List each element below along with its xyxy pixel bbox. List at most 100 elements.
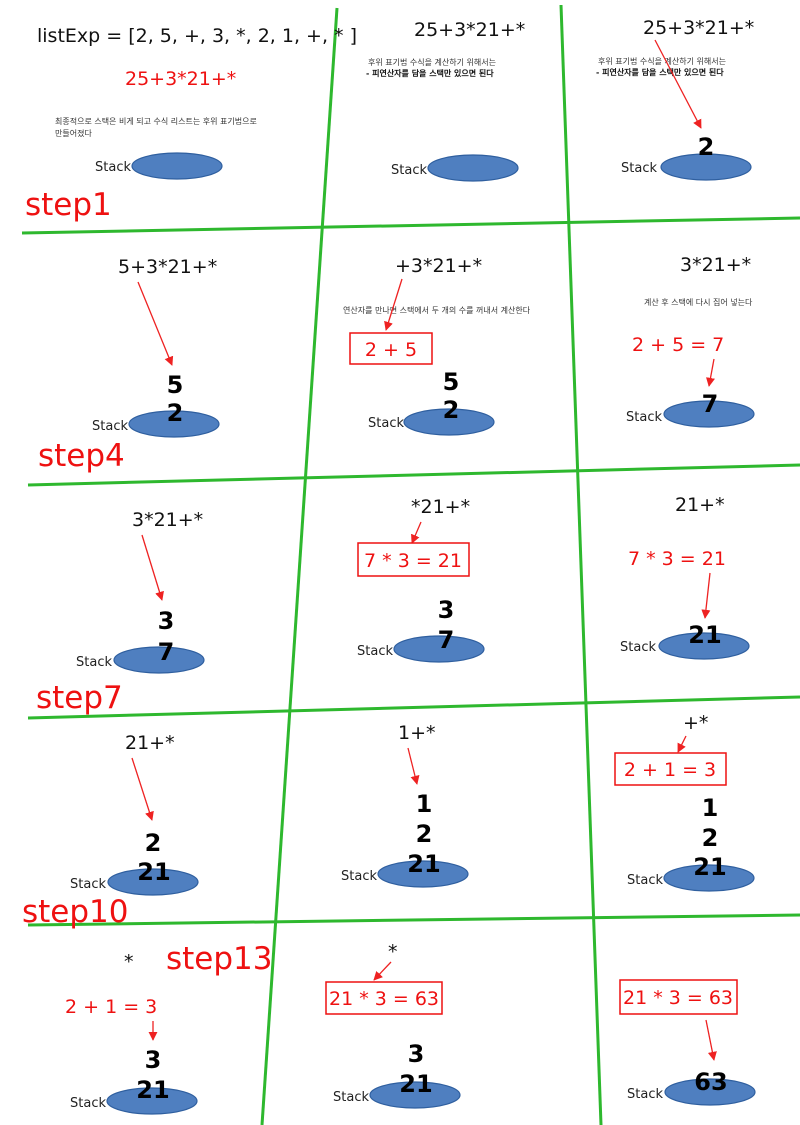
panel-5-stack-item-2: 5 [443, 368, 460, 396]
panel-6-stack-item-1: 7 [702, 390, 719, 418]
panel-11-stack-label: Stack [341, 869, 377, 884]
panel-5-expression: +3*21+* [395, 255, 482, 277]
panel-11-expression: 1+* [398, 722, 436, 744]
panel-1-note-line-1: 최종적으로 스택은 비게 되고 수식 리스트는 후위 표기법으로 [55, 116, 257, 126]
panel-8-operation-text: 7 * 3 = 21 [364, 550, 462, 572]
grid-horizontal-3 [27, 695, 800, 720]
panel-15-stack-base [664, 1078, 756, 1106]
panel-12-stack-label: Stack [627, 873, 663, 888]
grid-horizontal-4 [27, 913, 800, 927]
panel-3-note-line-2: - 피연산자를 담을 스택만 있으면 된다 [596, 67, 724, 77]
panel-2-expression: 25+3*21+* [414, 19, 525, 41]
panel-13-stack-item-1: 21 [136, 1076, 169, 1104]
panel-10-expression: 21+* [125, 732, 175, 754]
panel-11-stack-item-1: 21 [407, 850, 440, 878]
panel-4-stack-label: Stack [92, 419, 128, 434]
panel-9-arrow [701, 572, 711, 619]
panel-13-calculation: 2 + 1 = 3 [65, 996, 157, 1018]
panel-8-expression: *21+* [411, 496, 470, 518]
panel-7-stack-label: Stack [76, 655, 112, 670]
panel-3-stack-label: Stack [621, 161, 657, 176]
panel-1-note-line-2: 만들어졌다 [55, 128, 92, 138]
panel-14-stack-item-1: 21 [399, 1070, 432, 1098]
step-label-10: step10 [22, 894, 129, 930]
panel-8-stack-base [393, 635, 485, 663]
panel-13-stack-item-2: 3 [145, 1046, 162, 1074]
panel-15-operation-text: 21 * 3 = 63 [623, 987, 733, 1009]
panel-7-stack-item-2: 3 [158, 607, 175, 635]
panel-3-stack-item-1: 2 [698, 133, 715, 161]
panel-7-stack-base [113, 646, 205, 674]
panel-11-stack-base [377, 860, 469, 888]
panel-6-stack-base [663, 400, 755, 428]
panel-12-stack-base [663, 864, 755, 892]
panel-step-12: +* 2 + 1 = 3 Stack 21 2 1 [614, 712, 755, 892]
grid-vertical-2 [559, 4, 603, 1125]
panel-step-8: *21+* 7 * 3 = 21 Stack 7 3 [357, 496, 485, 663]
panel-5-stack-base [403, 408, 495, 436]
panel-8-arrow [411, 521, 422, 544]
panel-step-5: +3*21+* 연산자를 만나면 스택에서 두 개의 수를 꺼내서 계산한다 2… [343, 255, 531, 436]
panel-15-stack-label: Stack [627, 1087, 663, 1102]
step-label-1: step1 [25, 187, 112, 223]
panel-12-expression: +* [683, 712, 708, 734]
step-label-7: step7 [36, 680, 123, 716]
panel-12-stack-item-2: 2 [702, 824, 719, 852]
panel-10-arrow [131, 757, 154, 821]
panel-12-stack-item-1: 21 [693, 853, 726, 881]
panel-1-stack-base [131, 152, 223, 180]
panel-15-stack-item-1: 63 [694, 1068, 727, 1096]
panel-5-operation-text: 2 + 5 [365, 339, 417, 361]
panel-9-stack-base [658, 632, 750, 660]
panel-13-stack-base [106, 1087, 198, 1115]
panel-step-9: 21+* 7 * 3 = 21 Stack 21 [620, 494, 750, 660]
panel-6-calculation: 2 + 5 = 7 [632, 334, 724, 356]
panel-14-stack-base [369, 1081, 461, 1109]
panel-9-calculation: 7 * 3 = 21 [628, 548, 726, 570]
panel-4-stack-item-1: 2 [167, 399, 184, 427]
panel-4-arrow [137, 281, 174, 366]
panel-15-arrow [705, 1019, 717, 1061]
panel-14-arrow [373, 961, 392, 981]
panel-14-stack-label: Stack [333, 1090, 369, 1105]
panel-11-stack-item-3: 1 [416, 790, 433, 818]
panel-10-stack-label: Stack [70, 877, 106, 892]
panel-7-stack-item-1: 7 [158, 638, 175, 666]
panel-8-operation-box [357, 542, 470, 577]
panel-10-stack-item-1: 21 [137, 858, 170, 886]
panel-3-note-line-1: 후위 표기법 수식을 계산하기 위해서는 [598, 56, 726, 66]
panel-10-stack-item-2: 2 [145, 829, 162, 857]
panel-4-stack-item-2: 5 [167, 371, 184, 399]
panel-8-stack-label: Stack [357, 644, 393, 659]
panel-9-expression: 21+* [675, 494, 725, 516]
panel-step-14: * 21 * 3 = 63 Stack 21 3 [325, 941, 461, 1109]
panel-6-stack-label: Stack [626, 410, 662, 425]
panel-step-1: 25+3*21+* 최종적으로 스택은 비게 되고 수식 리스트는 후위 표기법… [55, 68, 257, 180]
panel-5-arrow [384, 278, 403, 331]
panel-14-operation-text: 21 * 3 = 63 [329, 988, 439, 1010]
panel-10-stack-base [107, 868, 199, 896]
step-label-13: step13 [166, 941, 273, 977]
panel-14-stack-item-2: 3 [408, 1040, 425, 1068]
panel-11-stack-item-2: 2 [416, 820, 433, 848]
panel-5-operation-box [349, 332, 433, 365]
panel-7-arrow [141, 534, 164, 601]
grid-horizontal-2 [27, 463, 800, 487]
panel-4-expression: 5+3*21+* [118, 256, 217, 278]
panel-1-stack-label: Stack [95, 160, 131, 175]
panel-step-2: 25+3*21+* 후위 표기법 수식을 계산하기 위해서는 - 피연산자를 담… [366, 19, 525, 182]
panel-12-stack-item-3: 1 [702, 794, 719, 822]
panel-11-arrow [407, 747, 420, 785]
panel-14-operation-box [325, 981, 443, 1015]
panel-3-stack-base [660, 153, 752, 181]
panel-6-arrow [706, 358, 715, 387]
panel-9-stack-item-1: 21 [688, 621, 721, 649]
panel-8-stack-item-1: 7 [438, 626, 455, 654]
panel-15-operation-box [619, 979, 738, 1015]
panel-4-stack-base [128, 410, 220, 438]
panel-step-11: 1+* Stack 21 2 1 [341, 722, 469, 888]
panel-step-15: 21 * 3 = 63 Stack 63 [619, 979, 756, 1106]
panel-2-stack-base [427, 154, 519, 182]
